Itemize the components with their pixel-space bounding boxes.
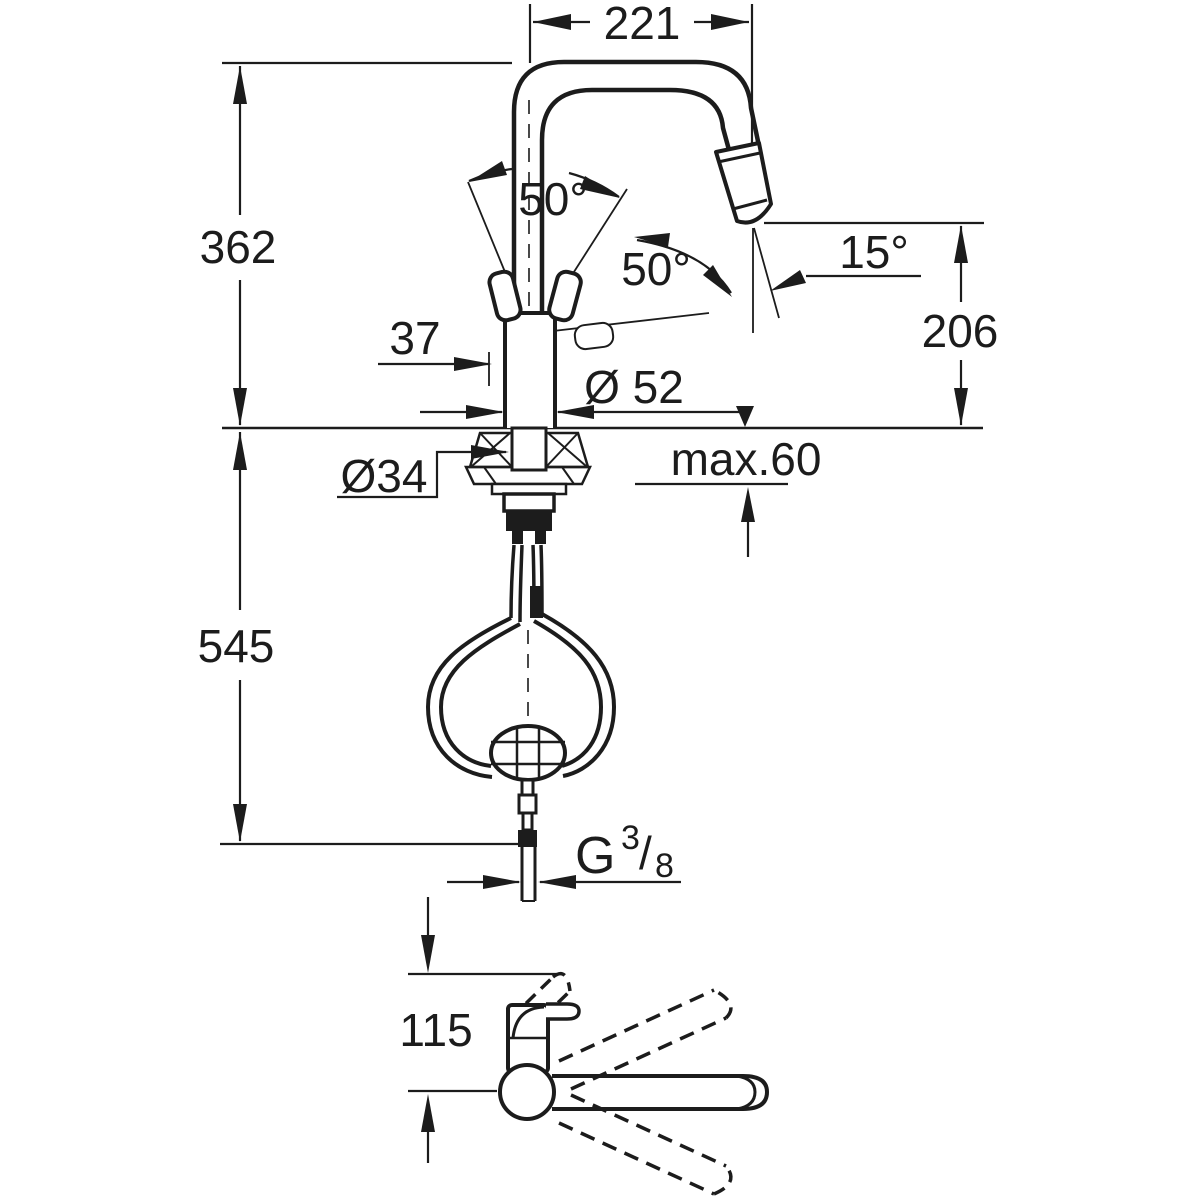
dim-thread: G 3 / 8 (447, 819, 681, 889)
dim-label-thread-slash: / (639, 827, 652, 879)
dim-label-hole-diameter: Ø34 (341, 450, 428, 502)
side-view (425, 59, 773, 902)
dim-body-depth: 115 (399, 897, 560, 1163)
dim-label-deck-thickness: max.60 (671, 433, 822, 485)
pull-out-hose (425, 544, 617, 779)
dim-spout-reach: 221 (533, 0, 749, 49)
dim-label-thread-numerator: 3 (621, 819, 640, 857)
lever-top-view (546, 1002, 581, 1021)
spout-inner (539, 87, 732, 320)
faucet-body (503, 311, 557, 428)
dim-label-head-angle: 15° (839, 226, 909, 278)
dim-label-thread-denominator: 8 (655, 847, 674, 885)
dim-handle-offset: 37 (378, 312, 492, 386)
dim-hole-diameter: Ø34 (337, 445, 509, 502)
mounting-hardware (464, 426, 592, 544)
dim-spout-height: 362 (200, 66, 277, 426)
dim-head-angle: 15° (752, 226, 921, 333)
dim-handle-swing-front: 50° (552, 233, 732, 351)
dim-label-spout-reach: 221 (604, 0, 681, 49)
dim-label-handle-offset: 37 (389, 312, 440, 364)
dim-label-handle-swing-side: 50° (518, 173, 588, 225)
top-view (498, 972, 770, 1196)
dim-label-base-diameter: Ø 52 (584, 361, 684, 413)
spout-swivel-range (558, 988, 733, 1196)
threaded-shank (506, 511, 552, 531)
mounting-nut (502, 492, 556, 513)
dim-deck-thickness: max.60 (671, 406, 822, 557)
dim-handle-swing-side: 50° (467, 161, 628, 301)
swivel-joint (498, 1063, 556, 1121)
dim-outlet-height: 206 (922, 225, 999, 426)
dim-label-thread-prefix: G (575, 827, 615, 885)
dim-label-handle-swing-front: 50° (621, 243, 691, 295)
hose-clip (530, 586, 543, 618)
dim-base-diameter: Ø 52 (420, 361, 745, 419)
dim-hose-length: 545 (198, 432, 275, 842)
dim-label-outlet-height: 206 (922, 305, 999, 357)
handle-lever-left (487, 269, 523, 323)
hose-weight (489, 724, 567, 782)
dim-label-spout-height: 362 (200, 221, 277, 273)
dim-label-hose-length: 545 (198, 620, 275, 672)
mounting-shank (510, 426, 548, 472)
extension-lines (220, 4, 984, 846)
hose-end-connector (517, 778, 538, 902)
dim-label-body-depth: 115 (399, 1004, 472, 1056)
handle-phantom-position (573, 321, 615, 351)
spout-end-cap (742, 1074, 770, 1111)
handle-lever-right (547, 269, 583, 323)
spray-head (714, 141, 773, 225)
spout-outer (511, 59, 762, 320)
